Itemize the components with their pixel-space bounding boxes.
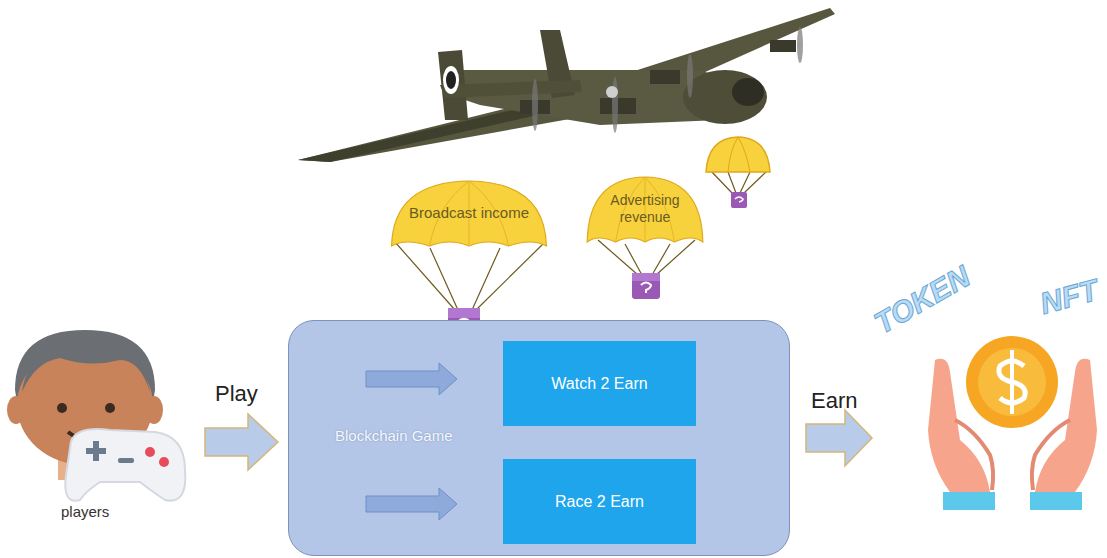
token-label: TOKEN — [868, 259, 975, 341]
nft-label: NFT — [1037, 273, 1102, 321]
parachute — [706, 137, 770, 172]
mode-label: Watch 2 Earn — [551, 375, 647, 393]
region-title: Blockchain Game — [335, 427, 453, 444]
player-icon — [7, 330, 185, 501]
income-label: Advertising revenue — [594, 192, 696, 227]
bomber-plane — [298, 8, 835, 162]
parachute-canopy: Broadcast income — [390, 180, 548, 250]
income-label: Broadcast income — [409, 204, 529, 223]
flow-label: Earn — [811, 388, 857, 414]
mode-box: Race 2 Earn — [503, 459, 696, 544]
game-region: Blockchain Game Watch 2 EarnRace 2 Earn — [288, 320, 790, 556]
mode-label: Race 2 Earn — [555, 493, 644, 511]
mode-box: Watch 2 Earn — [503, 341, 696, 426]
coin-hands-icon — [928, 336, 1097, 510]
player-label: players — [61, 503, 109, 520]
flow-label: Play — [215, 381, 258, 407]
parachute-canopy: Advertising revenue — [586, 176, 704, 246]
